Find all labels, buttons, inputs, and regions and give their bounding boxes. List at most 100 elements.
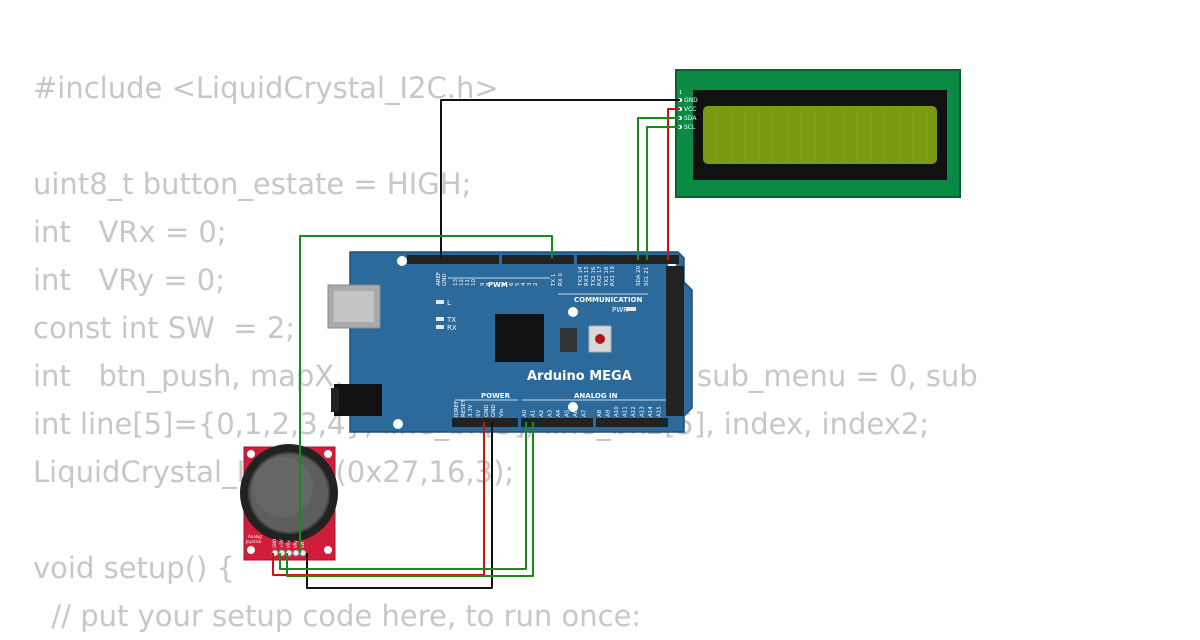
lcd-module[interactable]: 1 GND VCC SDA SCL <box>675 69 961 198</box>
header-analog-2 <box>596 418 668 427</box>
board-top-pin-label: 13 <box>453 279 459 286</box>
board-analog-pin-label: A8 <box>597 409 603 417</box>
header-top-3 <box>577 255 679 264</box>
board-top-pin-label: 11 <box>465 279 471 286</box>
wire-lcd-sda <box>637 117 680 260</box>
joystick-pin-label: VRy <box>293 540 298 548</box>
header-analog-1 <box>521 418 593 427</box>
board-top-pin-label: RX 0 <box>558 273 564 286</box>
wire-lcd-gnd <box>440 99 680 258</box>
board-analog-pin-label: A15 <box>657 406 663 417</box>
board-power-pin-label: 5V <box>476 410 482 417</box>
board-analog-pin-label: A12 <box>631 406 637 417</box>
board-power-pin-label: GND <box>484 404 490 417</box>
board-top-pin-label: 6 <box>509 282 515 286</box>
board-power-pin-label: RESET <box>461 399 467 417</box>
led-rx <box>436 325 444 329</box>
board-top-pin-label: TX1 18 <box>604 266 610 287</box>
board-analog-pin-label: A3 <box>548 409 554 417</box>
power-label: POWER <box>481 392 511 400</box>
wires <box>272 99 680 589</box>
joystick-pin-label: GND <box>272 539 277 548</box>
wire-lcd-vcc <box>667 108 680 260</box>
board-top-pin-label: GND <box>442 273 448 286</box>
microcontroller-chip <box>495 314 544 362</box>
icsp-header <box>560 328 577 352</box>
analog-in-label: ANALOG IN <box>574 392 618 400</box>
wire-joystick-vry <box>286 422 534 577</box>
led-tx <box>436 317 444 321</box>
lcd-screen <box>703 106 937 164</box>
board-analog-pin-label: A13 <box>640 406 646 417</box>
lcd-pin-gnd-label: GND <box>684 97 698 104</box>
board-analog-pin-label: A1 <box>531 410 537 417</box>
svg-text:1: 1 <box>679 90 682 96</box>
joystick-pin <box>292 549 300 557</box>
led-tx-label: TX <box>446 316 456 324</box>
board-analog-pin-label: A6 <box>573 409 579 417</box>
board-analog-pin-label: A5 <box>565 409 571 417</box>
board-top-pin-label: 7 <box>503 282 509 286</box>
arduino-mega-board[interactable]: L TX RX PWR PWM COMMUNICATION Arduino ME… <box>327 251 693 433</box>
header-right-double <box>666 266 684 416</box>
wire-joystick-vrx <box>279 422 527 570</box>
led-l <box>436 300 444 304</box>
board-top-pin-label: AREF <box>436 272 442 286</box>
board-top-pin-label: RX2 17 <box>597 266 603 286</box>
board-top-pin-label: 8 <box>486 282 492 286</box>
wire-joystick-sw <box>299 235 553 553</box>
board-power-pin-label: Vin <box>499 408 505 417</box>
joystick-pin-label: +5V <box>279 539 284 548</box>
board-analog-pin-label: A11 <box>623 406 629 417</box>
board-top-pin-label: 2 <box>533 283 539 287</box>
wire-joystick-gnd <box>306 422 493 589</box>
board-power-pin-label: GND <box>491 404 497 417</box>
board-analog-pin-label: A14 <box>648 406 654 417</box>
joystick-label-1: Analog <box>248 534 262 539</box>
joystick-label-2: Joystick <box>245 539 262 544</box>
code-line: int VRx = 0; <box>33 215 227 249</box>
board-top-pin-label: 5 <box>515 282 521 286</box>
board-analog-pin-label: A0 <box>522 409 528 417</box>
board-top-pin-label: TX2 16 <box>591 266 597 287</box>
board-analog-pin-label: A4 <box>556 409 562 417</box>
joystick-pin-label: VRx <box>286 539 291 548</box>
board-top-pin-label: 12 <box>459 279 465 286</box>
led-pwr <box>626 307 636 311</box>
lcd-pin-sda-label: SDA <box>684 115 697 122</box>
board-top-pin-label: TX3 14 <box>578 266 584 287</box>
board-top-pin-label: SDA 20 <box>636 265 642 286</box>
board-top-pin-label: TX 1 <box>551 274 557 287</box>
board-analog-pin-label: A7 <box>582 409 588 417</box>
led-rx-label: RX <box>447 324 457 332</box>
board-top-pin-label: 10 <box>471 279 477 286</box>
board-top-pin-label: SCL 21 <box>644 267 650 286</box>
joystick-pin-label: SW <box>300 541 305 548</box>
code-line: const int SW = 2; <box>33 311 296 345</box>
dc-power-jack <box>334 384 382 416</box>
board-top-pin-label: 9 <box>480 282 486 286</box>
code-line: // put your setup code here, to run once… <box>33 599 642 633</box>
board-analog-pin-label: A9 <box>606 409 612 417</box>
led-l-label: L <box>447 299 451 307</box>
code-background: #include <LiquidCrystal_I2C.h> uint8_t b… <box>33 64 978 640</box>
board-top-pin-label: RX3 15 <box>584 266 590 286</box>
board-analog-pin-label: A2 <box>539 410 545 417</box>
wire-lcd-scl <box>646 126 680 260</box>
header-top-1 <box>407 255 499 264</box>
board-top-pin-label: 4 <box>521 282 527 286</box>
code-line: int VRy = 0; <box>33 263 225 297</box>
board-top-pin-label: 3 <box>527 282 533 286</box>
pwr-label: PWR <box>612 306 628 314</box>
board-analog-pin-label: A10 <box>614 406 620 417</box>
communication-label: COMMUNICATION <box>574 296 643 304</box>
code-line: void setup() { <box>33 551 235 585</box>
board-power-pin-label: IOREF <box>454 401 460 417</box>
code-line: uint8_t button_estate = HIGH; <box>33 167 472 201</box>
board-name: Arduino MEGA <box>527 369 632 384</box>
lcd-pin-scl-label: SCL <box>684 124 696 131</box>
